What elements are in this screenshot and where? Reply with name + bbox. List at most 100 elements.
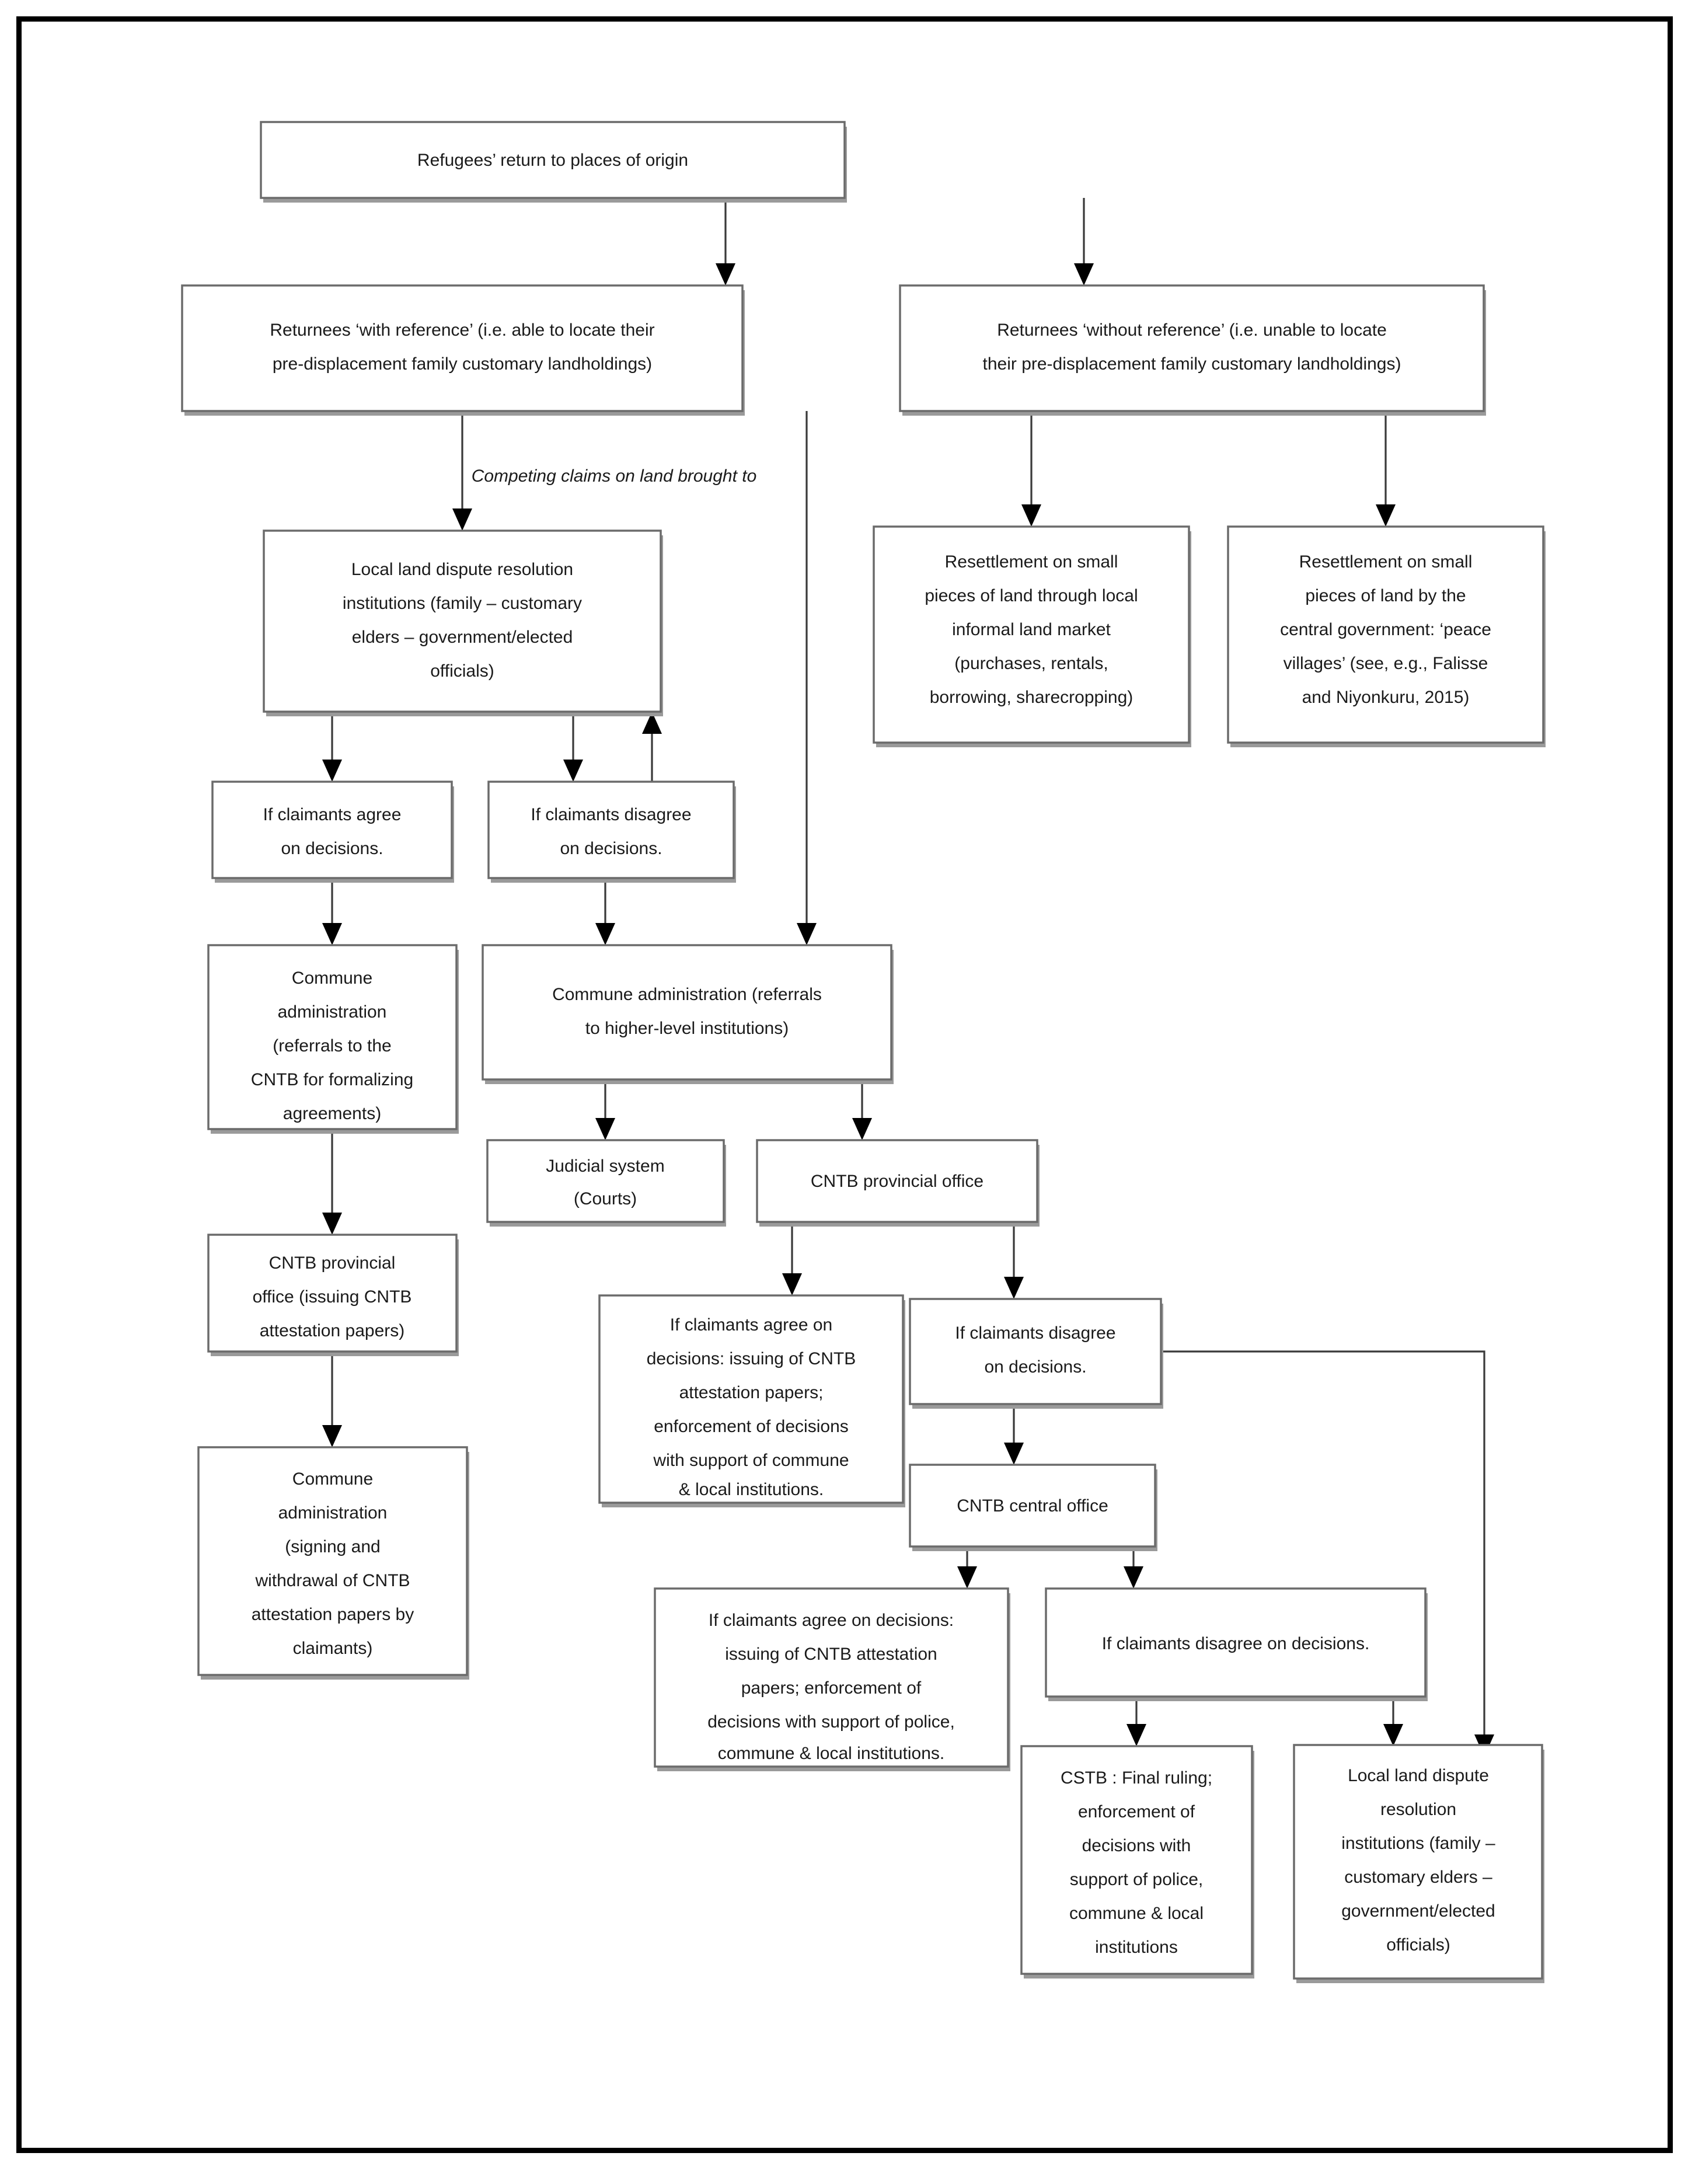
node-text-line: officials) <box>1386 1935 1450 1955</box>
node-commune-administration-signing[interactable]: Commune administration (signing and with… <box>197 1446 469 1680</box>
node-text-line: Commune <box>292 969 372 988</box>
node-text-line: government/elected <box>1341 1901 1495 1921</box>
node-text-line: commune & local institutions. <box>718 1744 945 1763</box>
node-local-land-dispute-bottom[interactable]: Local land dispute resolution institutio… <box>1293 1744 1544 1983</box>
node-text-line: pre-displacement family customary landho… <box>273 354 652 374</box>
node-text-line: institutions <box>1095 1938 1178 1957</box>
node-text-line: issuing of CNTB attestation <box>725 1645 937 1664</box>
node-text-line: to higher-level institutions) <box>585 1019 789 1038</box>
node-text-line: If claimants agree on <box>670 1315 832 1335</box>
node-returnees-with-reference[interactable]: Returnees ‘with reference’ (i.e. able to… <box>181 284 745 416</box>
node-text-line: institutions (family – customary <box>343 594 582 613</box>
node-text-line: attestation papers by <box>252 1605 414 1624</box>
node-if-claimants-disagree-2[interactable]: If claimants disagree on decisions. <box>909 1298 1163 1409</box>
node-cntb-central-office[interactable]: CNTB central office <box>909 1464 1157 1551</box>
node-text-line: on decisions. <box>281 839 383 858</box>
edge-refugees-to-with-reference <box>716 198 735 285</box>
node-text-line: Commune <box>292 1469 373 1489</box>
node-layer: Refugees’ return to places of origin Ret… <box>181 121 1546 1983</box>
node-text-line: Resettlement on small <box>1299 552 1473 572</box>
node-text-line: institutions (family – <box>1341 1834 1495 1853</box>
node-text-line: CNTB central office <box>957 1496 1108 1516</box>
node-text-line: commune & local <box>1069 1904 1204 1923</box>
node-text-line: CNTB provincial office <box>811 1172 983 1191</box>
edge-label-competing-claims: Competing claims on land brought to <box>472 466 757 486</box>
node-text-line: officials) <box>430 661 494 681</box>
node-refugees-return[interactable]: Refugees’ return to places of origin <box>260 121 847 203</box>
node-text-line: Commune administration (referrals <box>552 985 822 1004</box>
node-text-line: (signing and <box>285 1537 380 1556</box>
node-text-line: support of police, <box>1070 1870 1203 1889</box>
node-cntb-provincial-office-issuing[interactable]: CNTB provincial office (issuing CNTB att… <box>207 1234 459 1356</box>
node-cntb-provincial-office[interactable]: CNTB provincial office <box>756 1139 1040 1227</box>
node-text-line: office (issuing CNTB <box>253 1287 412 1307</box>
node-returnees-without-reference[interactable]: Returnees ‘without reference’ (i.e. unab… <box>899 284 1486 416</box>
node-text-line: enforcement of decisions <box>654 1417 849 1436</box>
node-text-line: borrowing, sharecropping) <box>930 688 1134 707</box>
node-text-line: attestation papers; <box>679 1383 824 1402</box>
node-text-line: Judicial system <box>546 1157 664 1176</box>
node-text-line: attestation papers) <box>260 1321 404 1340</box>
node-text-line: villages’ (see, e.g., Falisse <box>1284 654 1488 673</box>
figure-border: Refugees’ return to places of origin Ret… <box>16 16 1673 2153</box>
node-text-line: resolution <box>1380 1800 1456 1819</box>
node-text-line: & local institutions. <box>679 1480 824 1499</box>
edge-commune-referrals-to-cntb-provincial <box>852 1079 872 1140</box>
edge-with-reference-to-commune-referrals <box>797 411 817 945</box>
node-text-line: papers; enforcement of <box>741 1678 922 1698</box>
edge-with-reference-to-local-dispute <box>452 411 472 531</box>
node-if-claimants-disagree-1[interactable]: If claimants disagree on decisions. <box>487 781 736 883</box>
node-local-land-dispute-top[interactable]: Local land dispute resolution institutio… <box>263 530 663 716</box>
node-if-claimants-agree-2[interactable]: If claimants agree on decisions: issuing… <box>598 1294 905 1507</box>
node-text-line: Refugees’ return to places of origin <box>417 151 688 170</box>
node-text-line: on decisions. <box>560 839 662 858</box>
edge-agree-1-to-commune-formalizing <box>322 878 342 945</box>
node-judicial-system[interactable]: Judicial system (Courts) <box>486 1139 726 1227</box>
edge-disagree-2-to-cntb-central <box>1004 1403 1024 1465</box>
node-text-line: CNTB provincial <box>269 1253 396 1273</box>
node-text-line: CNTB for formalizing <box>251 1070 413 1089</box>
node-text-line: If claimants agree on decisions: <box>709 1611 954 1630</box>
node-text-line: Returnees ‘without reference’ (i.e. unab… <box>997 321 1387 340</box>
node-text-line: Local land dispute resolution <box>351 560 573 579</box>
node-if-claimants-disagree-3[interactable]: If claimants disagree on decisions. <box>1045 1587 1428 1701</box>
edge-cntb-central-to-agree-3 <box>957 1546 977 1589</box>
node-text-line: If claimants disagree <box>955 1323 1115 1343</box>
node-resettlement-informal-market[interactable]: Resettlement on small pieces of land thr… <box>873 525 1191 747</box>
node-text-line: customary elders – <box>1344 1868 1492 1887</box>
node-if-claimants-agree-1[interactable]: If claimants agree on decisions. <box>211 781 454 883</box>
node-commune-administration-formalizing[interactable]: Commune administration (referrals to the… <box>207 944 459 1134</box>
node-text-line: agreements) <box>283 1104 381 1123</box>
node-text-line: with support of commune <box>653 1451 849 1470</box>
edge-commune-formalizing-to-cntb-issuing <box>322 1129 342 1235</box>
node-text-line: claimants) <box>293 1639 373 1658</box>
node-text-line: enforcement of <box>1078 1802 1195 1821</box>
node-text-line: administration <box>278 1002 387 1022</box>
edge-layer <box>322 198 1494 1757</box>
node-commune-administration-referrals[interactable]: Commune administration (referrals to hig… <box>482 944 894 1084</box>
node-text-line: (referrals to the <box>273 1036 391 1056</box>
edge-cntb-provincial-to-disagree-2 <box>1004 1222 1024 1299</box>
node-text-line: pieces of land by the <box>1305 586 1466 605</box>
edge-disagree-1-to-commune-referrals <box>595 878 615 945</box>
edge-without-reference-to-resettlement-market <box>1021 411 1041 527</box>
node-text-line: Resettlement on small <box>945 552 1118 572</box>
node-text-line: informal land market <box>952 620 1111 639</box>
node-cstb-final-ruling[interactable]: CSTB : Final ruling; enforcement of deci… <box>1020 1745 1254 1979</box>
edge-local-dispute-to-disagree-1 <box>563 712 583 782</box>
node-text-line: If claimants disagree <box>531 805 691 824</box>
node-text-line: on decisions. <box>984 1357 1086 1377</box>
node-text-line: their pre-displacement family customary … <box>983 354 1401 374</box>
node-text-line: administration <box>278 1503 388 1523</box>
edge-cntb-central-to-disagree-3 <box>1124 1546 1143 1589</box>
node-resettlement-peace-villages[interactable]: Resettlement on small pieces of land by … <box>1227 525 1546 747</box>
node-text-line: decisions: issuing of CNTB <box>647 1349 856 1368</box>
node-text-line: pieces of land through local <box>925 586 1138 605</box>
node-if-claimants-agree-3[interactable]: If claimants agree on decisions: issuing… <box>654 1587 1010 1771</box>
edge-cntb-provincial-to-agree-2 <box>782 1222 802 1295</box>
node-text-line: elders – government/elected <box>352 628 573 647</box>
edge-local-dispute-to-agree-1 <box>322 712 342 782</box>
node-text-line: decisions with <box>1082 1836 1191 1855</box>
node-text-line: Returnees ‘with reference’ (i.e. able to… <box>270 321 654 340</box>
edge-disagree-3-to-cstb-final <box>1126 1697 1146 1746</box>
